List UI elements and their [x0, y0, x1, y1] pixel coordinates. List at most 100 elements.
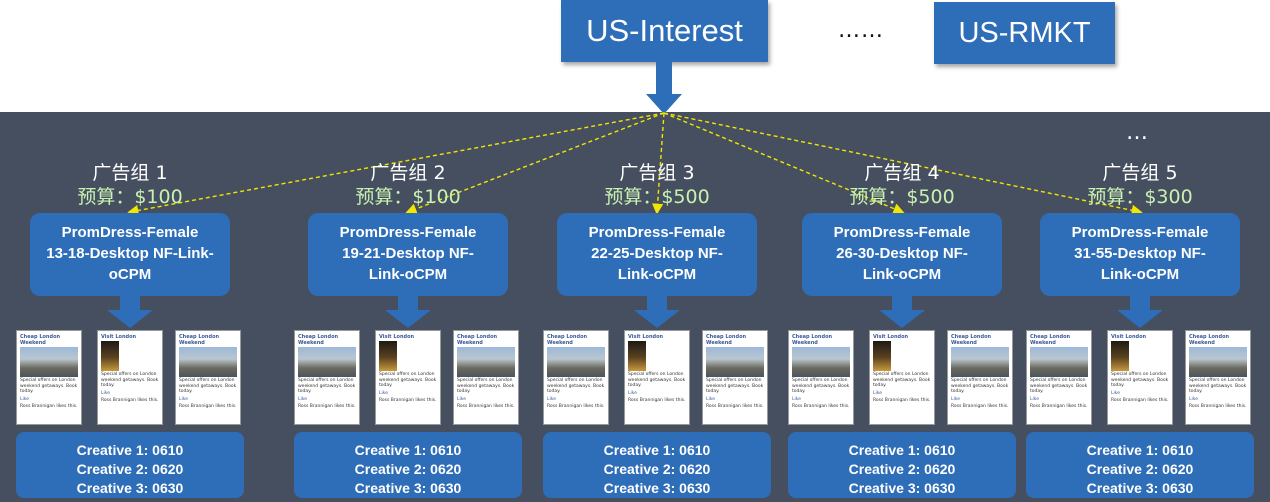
- london-landmark-image: [1189, 347, 1247, 377]
- london-landmark-image: [20, 347, 78, 377]
- creative-ad-footer: Ross Brannigan likes this.: [1189, 403, 1247, 409]
- ad-set-down-arrow: [107, 296, 153, 328]
- like-link: Like: [298, 396, 307, 402]
- big-ben-image: [101, 341, 119, 371]
- london-landmark-image: [1030, 347, 1088, 377]
- like-link: Like: [379, 390, 388, 396]
- like-link: Like: [1189, 396, 1198, 402]
- ad-group-budget: 预算：$100: [355, 186, 461, 208]
- creative-ad-title: Cheap London Weekend: [547, 334, 588, 346]
- creative-ad-footer: Ross Brannigan likes this.: [1030, 403, 1088, 409]
- creative-item: Creative 3: 0630: [76, 480, 184, 496]
- big-ben-image: [1111, 341, 1129, 371]
- big-ben-image: [628, 341, 646, 371]
- like-link: Like: [179, 396, 188, 402]
- london-landmark-image: [457, 347, 515, 377]
- creative-ad-footer: Ross Brannigan likes this.: [792, 403, 850, 409]
- creative-ad-text: Special offers on London weekend getaway…: [873, 372, 931, 388]
- creative-item: Creative 3: 0630: [354, 480, 462, 496]
- ad-group-budget: 预算：$300: [1087, 186, 1193, 208]
- creative-ad-text: Special offers on London weekend getaway…: [457, 378, 515, 394]
- ad-set-down-arrow: [1117, 296, 1163, 328]
- creative-ad-title: Visit London: [379, 334, 415, 340]
- creative-ad-title: Visit London: [1111, 334, 1147, 340]
- creative-ad-footer: Ross Brannigan likes this.: [101, 397, 159, 403]
- like-link: Like: [951, 396, 960, 402]
- ad-set-box: PromDress-Female 13-18-Desktop NF-Link- …: [30, 213, 230, 296]
- creative-ad-title: Cheap London Weekend: [951, 334, 992, 346]
- ad-group-title: 广告组 4: [864, 162, 940, 184]
- like-link: Like: [1111, 390, 1120, 396]
- creative-ad-text: Special offers on London weekend getaway…: [1189, 378, 1247, 394]
- ad-group-title: 广告组 1: [92, 162, 168, 184]
- like-link: Like: [20, 396, 29, 402]
- creative-item: Creative 2: 0620: [848, 461, 956, 477]
- creative-ad-text: Special offers on London weekend getaway…: [298, 378, 356, 394]
- creative-ad-footer: Ross Brannigan likes this.: [298, 403, 356, 409]
- creative-item: Creative 2: 0620: [1086, 461, 1194, 477]
- campaign-ellipsis: ……: [838, 18, 884, 43]
- ad-set-down-arrow: [879, 296, 925, 328]
- more-ellipsis: …: [1126, 120, 1149, 145]
- creative-ad-title: Cheap London Weekend: [298, 334, 339, 346]
- ad-set-box: PromDress-Female 19-21-Desktop NF- Link-…: [308, 213, 508, 296]
- london-landmark-image: [706, 347, 764, 377]
- like-link: Like: [101, 390, 110, 396]
- creative-item: Creative 2: 0620: [603, 461, 711, 477]
- creative-ad-text: Special offers on London weekend getaway…: [951, 378, 1009, 394]
- creative-ad-title: Cheap London Weekend: [20, 334, 61, 346]
- ad-group-budget: 预算：$100: [77, 186, 183, 208]
- creative-ad-title: Visit London: [873, 334, 909, 340]
- ad-group-title: 广告组 5: [1102, 162, 1178, 184]
- ad-set-box: PromDress-Female 26-30-Desktop NF- Link-…: [802, 213, 1002, 296]
- london-landmark-image: [792, 347, 850, 377]
- creative-ad-footer: Ross Brannigan likes this.: [951, 403, 1009, 409]
- like-link: Like: [1030, 396, 1039, 402]
- like-link: Like: [706, 396, 715, 402]
- creative-item: Creative 1: 0610: [848, 442, 956, 458]
- creative-item: Creative 2: 0620: [354, 461, 462, 477]
- creative-ad-text: Special offers on London weekend getaway…: [20, 378, 78, 394]
- creative-ad-text: Special offers on London weekend getaway…: [379, 372, 437, 388]
- creative-item: Creative 1: 0610: [603, 442, 711, 458]
- creative-ad-footer: Ross Brannigan likes this.: [1111, 397, 1169, 403]
- like-link: Like: [792, 396, 801, 402]
- creative-ad-text: Special offers on London weekend getaway…: [547, 378, 605, 394]
- creative-ad-footer: Ross Brannigan likes this.: [379, 397, 437, 403]
- creative-ad-text: Special offers on London weekend getaway…: [1111, 372, 1169, 388]
- ad-set-box: PromDress-Female 31-55-Desktop NF- Link-…: [1040, 213, 1240, 296]
- london-landmark-image: [951, 347, 1009, 377]
- creative-ad-text: Special offers on London weekend getaway…: [101, 372, 159, 388]
- ad-group-title: 广告组 2: [370, 162, 446, 184]
- creative-item: Creative 3: 0630: [848, 480, 956, 496]
- creative-item: Creative 2: 0620: [76, 461, 184, 477]
- london-landmark-image: [179, 347, 237, 377]
- creative-item: Creative 3: 0630: [603, 480, 711, 496]
- like-link: Like: [547, 396, 556, 402]
- creative-ad-text: Special offers on London weekend getaway…: [706, 378, 764, 394]
- creative-ad-text: Special offers on London weekend getaway…: [792, 378, 850, 394]
- campaign-us-rmkt: US-RMKT: [934, 2, 1115, 64]
- creative-ad-title: Cheap London Weekend: [792, 334, 833, 346]
- creative-ad-footer: Ross Brannigan likes this.: [628, 397, 686, 403]
- creative-ad-text: Special offers on London weekend getaway…: [1030, 378, 1088, 394]
- ad-set-down-arrow: [385, 296, 431, 328]
- creative-item: Creative 1: 0610: [354, 442, 462, 458]
- creative-ad-footer: Ross Brannigan likes this.: [706, 403, 764, 409]
